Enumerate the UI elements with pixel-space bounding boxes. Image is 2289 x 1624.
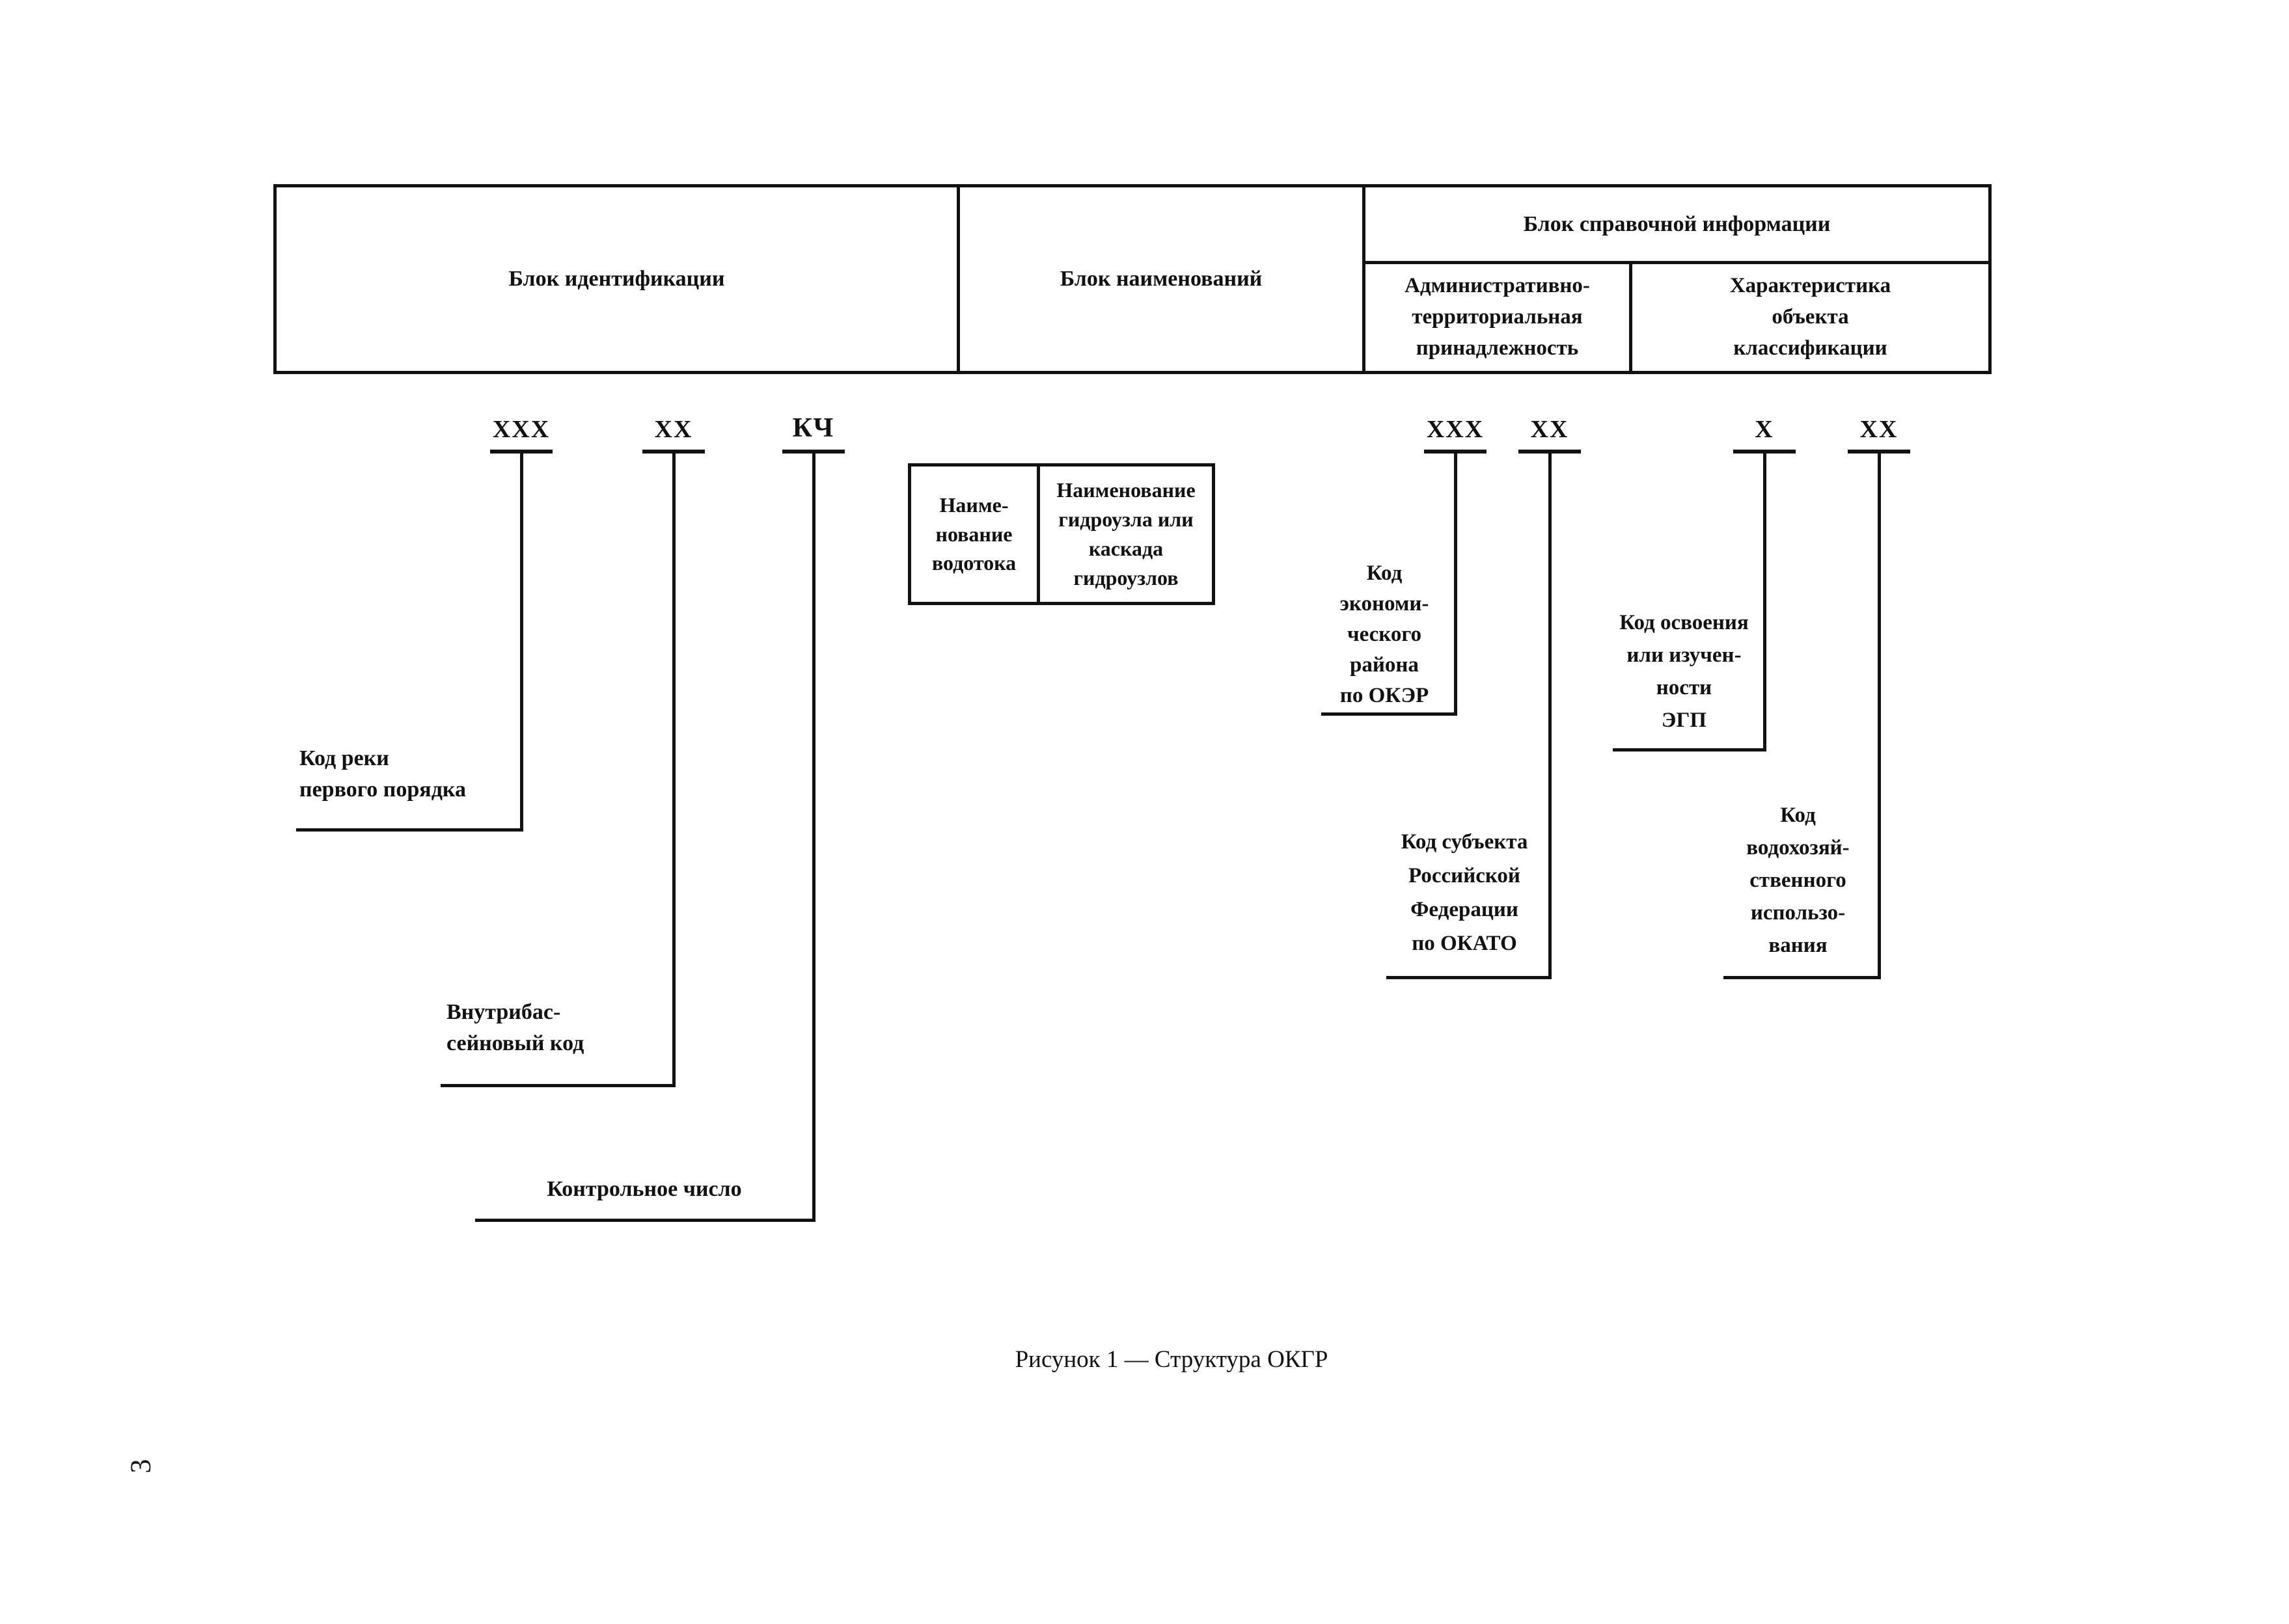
leader-line-egp bbox=[1763, 450, 1766, 751]
watercourse-name-cell: Наиме- нование водотока bbox=[911, 467, 1040, 602]
underline-water-use bbox=[1723, 976, 1881, 979]
names-block-cell: Блок наименований bbox=[960, 187, 1365, 371]
intrabasin-code-label: Внутрибас- сейновый код bbox=[446, 1000, 584, 1056]
leader-line-intrabasin-code bbox=[672, 450, 676, 1087]
leader-line-river-code bbox=[520, 450, 523, 832]
underline-economic-region bbox=[1321, 712, 1457, 716]
underline-river-code bbox=[296, 828, 523, 832]
leader-line-control-number bbox=[812, 450, 816, 1222]
admin-territorial-cell: Административно- территориальная принадл… bbox=[1365, 264, 1632, 371]
water-use-label: Код водохозяй- ственного использо- вания bbox=[1746, 804, 1850, 957]
reference-block-title: Блок справочной информации bbox=[1365, 187, 1988, 264]
egp-label: Код освоения или изучен- ности ЭГП bbox=[1619, 611, 1749, 732]
object-characteristic-cell: Характеристика объекта классификации bbox=[1729, 274, 1891, 360]
leader-line-subject-okato bbox=[1548, 450, 1552, 979]
leader-line-economic-region bbox=[1454, 450, 1457, 716]
structure-header-table: Блок идентификации Блок наименований Бло… bbox=[273, 184, 1992, 374]
figure-caption: Рисунок 1 — Структура ОКГР bbox=[1015, 1346, 1328, 1373]
mask-label-economic-region: XXX bbox=[1426, 416, 1485, 443]
mask-label-water-use: XX bbox=[1859, 416, 1898, 443]
page-number: 3 bbox=[124, 1459, 157, 1474]
mask-label-river-code: XXX bbox=[492, 416, 551, 443]
mask-label-control-number: КЧ bbox=[792, 413, 835, 443]
hydro-name-cell: Наименование гидроузла или каскада гидро… bbox=[1056, 478, 1196, 589]
underline-egp bbox=[1613, 748, 1766, 751]
identification-block-cell: Блок идентификации bbox=[277, 187, 960, 371]
underline-intrabasin-code bbox=[441, 1084, 676, 1087]
names-box: Наиме- нование водотока Наименование гид… bbox=[908, 463, 1215, 605]
reference-block-subrow: Административно- территориальная принадл… bbox=[1365, 264, 1988, 371]
underline-control-number bbox=[475, 1219, 816, 1222]
reference-block-cell: Блок справочной информации Административ… bbox=[1365, 187, 1988, 371]
river-code-label: Код реки первого порядка bbox=[299, 746, 466, 802]
mask-label-subject-okato: XX bbox=[1530, 416, 1569, 443]
economic-region-label: Код экономи- ческого района по ОКЭР bbox=[1339, 562, 1429, 707]
control-number-label: Контрольное число bbox=[547, 1177, 742, 1201]
mask-label-egp: X bbox=[1755, 416, 1774, 443]
underline-subject-okato bbox=[1386, 976, 1552, 979]
mask-label-intrabasin-code: XX bbox=[654, 416, 693, 443]
leader-line-water-use bbox=[1878, 450, 1881, 979]
subject-okato-label: Код субъекта Российской Федерации по ОКА… bbox=[1401, 830, 1528, 955]
